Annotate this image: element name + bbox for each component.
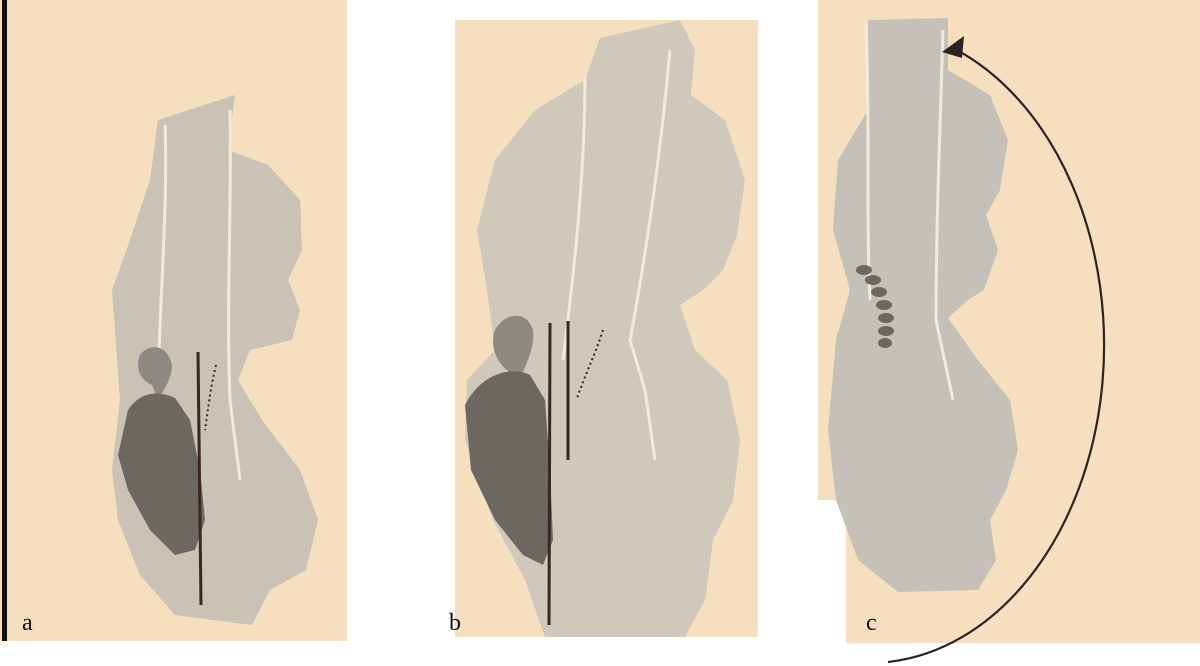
panel-label-a: a xyxy=(22,611,33,635)
panel-label-c: c xyxy=(866,611,877,635)
panel-b: b xyxy=(455,20,758,637)
scan-edge xyxy=(2,0,7,641)
panel-b-illustration xyxy=(455,20,758,637)
panel-c-illustration xyxy=(818,0,1200,666)
panel-a-illustration xyxy=(0,0,347,641)
rod-long xyxy=(549,323,550,625)
panel-c: c xyxy=(818,0,1200,666)
page-gap xyxy=(818,500,846,643)
panel-a: a xyxy=(0,0,347,641)
panel-label-b: b xyxy=(449,611,461,635)
